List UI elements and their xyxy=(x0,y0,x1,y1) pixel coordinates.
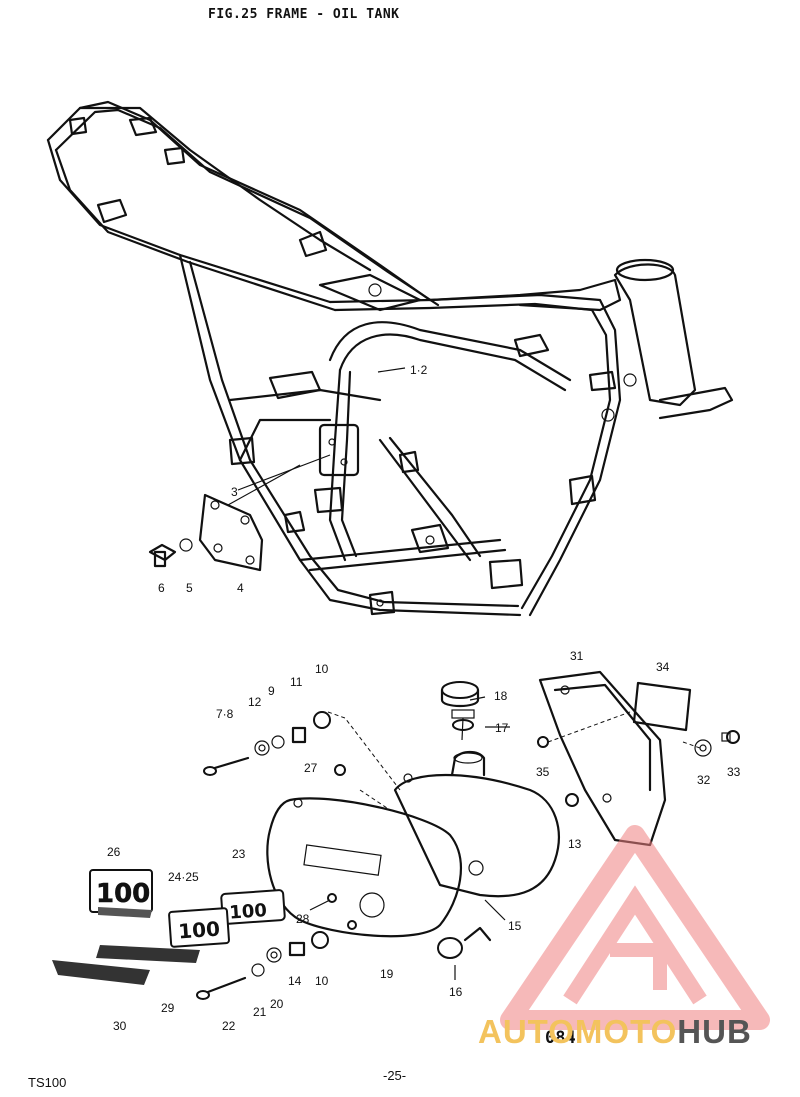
callout-7-8: 7·8 xyxy=(216,707,234,721)
filler-cap xyxy=(440,681,480,731)
callout-11: 11 xyxy=(290,675,303,689)
watermark-text: AUTOMOTOHUB xyxy=(478,1013,752,1051)
callout-21: 21 xyxy=(253,1005,267,1019)
page-number: -25- xyxy=(383,1068,407,1083)
callout-28: 28 xyxy=(296,912,310,926)
callout-23: 23 xyxy=(232,847,246,861)
fasteners xyxy=(196,711,740,1000)
emblem-100-c: 100 xyxy=(96,879,150,909)
callout-13: 13 xyxy=(568,837,582,851)
callout-34: 34 xyxy=(656,660,670,674)
callout-29: 29 xyxy=(161,1001,175,1015)
engine-mount-bracket xyxy=(148,493,264,572)
callout-27: 27 xyxy=(304,761,318,775)
motorcycle-frame xyxy=(46,100,734,617)
callout-17: 17 xyxy=(495,721,509,735)
decals xyxy=(52,869,286,985)
callout-32: 32 xyxy=(697,773,711,787)
emblem-100-a: 100 xyxy=(229,900,268,924)
watermark-part3: HUB xyxy=(677,1013,752,1050)
callout-20: 20 xyxy=(270,997,284,1011)
callout-18: 18 xyxy=(494,689,508,703)
watermark-logo xyxy=(500,825,770,1030)
callout-12: 12 xyxy=(248,695,262,709)
callout-10-bottom: 10 xyxy=(315,974,329,988)
callout-9: 9 xyxy=(268,684,275,698)
model-label: TS100 xyxy=(28,1075,67,1090)
diagram-code: 084 xyxy=(545,1028,576,1048)
battery-case-cover xyxy=(538,670,667,847)
leader-lines xyxy=(227,367,701,980)
watermark-part1: AUTO xyxy=(478,1013,575,1050)
callout-14: 14 xyxy=(288,974,302,988)
emblem-100-b: 100 xyxy=(177,917,220,944)
watermark-part2: MOTO xyxy=(574,1013,678,1050)
callout-15: 15 xyxy=(508,919,522,933)
callout-1-2: 1·2 xyxy=(410,363,428,377)
callout-30: 30 xyxy=(113,1019,127,1033)
callout-6: 6 xyxy=(158,581,165,595)
callout-31: 31 xyxy=(570,649,584,663)
callout-35: 35 xyxy=(536,765,550,779)
figure-title: FIG.25 FRAME - OIL TANK xyxy=(208,7,400,22)
side-cover xyxy=(266,797,462,938)
callout-5: 5 xyxy=(186,581,193,595)
oil-tank xyxy=(393,750,560,898)
cover-plate xyxy=(632,681,692,732)
callout-19: 19 xyxy=(380,967,394,981)
callout-22: 22 xyxy=(222,1019,236,1033)
callout-16: 16 xyxy=(449,985,463,999)
callout-33: 33 xyxy=(727,765,741,779)
callout-26: 26 xyxy=(107,845,121,859)
callout-10-top: 10 xyxy=(315,662,329,676)
callout-3: 3 xyxy=(231,485,238,499)
callout-4: 4 xyxy=(237,581,244,595)
callout-24-25: 24·25 xyxy=(168,870,199,884)
